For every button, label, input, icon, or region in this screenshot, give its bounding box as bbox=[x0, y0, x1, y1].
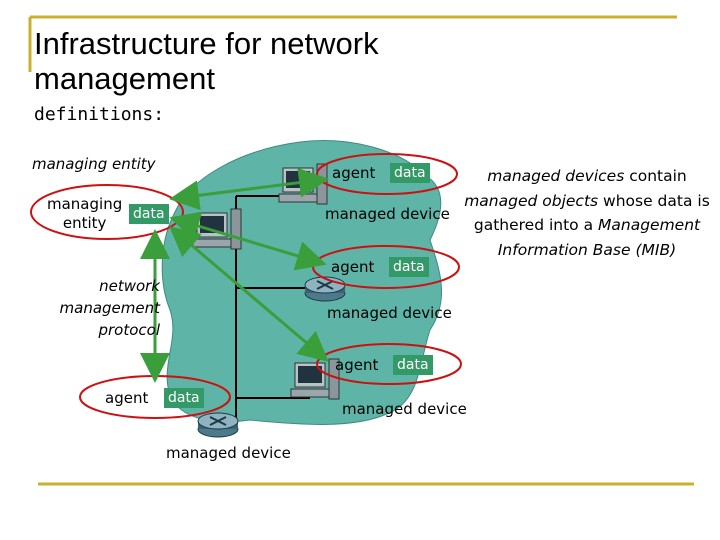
agent-data-box-top: data bbox=[390, 163, 430, 183]
agent-label-bottom: agent bbox=[105, 389, 149, 407]
protocol-line2: management bbox=[59, 299, 160, 317]
protocol-arrow-lower bbox=[169, 226, 329, 362]
agent-data-box-bottom: data bbox=[164, 388, 204, 408]
managing-entity-label: managing entity bbox=[32, 155, 156, 173]
agent-label-mid: agent bbox=[331, 258, 375, 276]
managed-device-label-bottom: managed device bbox=[166, 444, 291, 462]
managed-device-lower-icon bbox=[290, 358, 340, 400]
managed-device-label-mid: managed device bbox=[327, 304, 452, 322]
desc-whose: whose data is gathered into a bbox=[473, 191, 710, 235]
managing-entity-data-box: data bbox=[129, 204, 169, 224]
managing-entity-box-label: managing entity bbox=[47, 195, 122, 233]
agent-data-box-lower: data bbox=[393, 355, 433, 375]
managing-entity-workstation-icon bbox=[192, 208, 242, 250]
agent-label-top: agent bbox=[332, 164, 376, 182]
router-bottom-icon bbox=[197, 412, 239, 438]
managed-device-label-lower: managed device bbox=[342, 400, 467, 418]
protocol-label: network management protocol bbox=[52, 275, 160, 341]
protocol-line1: network bbox=[99, 277, 160, 295]
managed-device-label-top: managed device bbox=[325, 205, 450, 223]
desc-contain: contain bbox=[624, 167, 687, 185]
router-mid-icon bbox=[304, 276, 346, 302]
agent-data-ellipse-lower bbox=[316, 343, 462, 385]
managing-entity-line1: managing bbox=[47, 195, 123, 213]
agent-label-lower: agent bbox=[335, 356, 379, 374]
desc-managed-objects: managed objects bbox=[464, 191, 599, 210]
desc-managed-devices: managed devices bbox=[487, 167, 625, 185]
mib-description: managed devices contain managed objects … bbox=[462, 164, 712, 262]
page-title: Infrastructure for network management bbox=[34, 26, 379, 96]
agent-data-box-mid: data bbox=[389, 257, 429, 277]
managing-entity-line2: entity bbox=[62, 214, 107, 232]
page-subtitle: definitions: bbox=[34, 104, 165, 125]
protocol-arrow-top bbox=[169, 167, 329, 211]
protocol-arrows bbox=[140, 167, 329, 383]
desc-mib: Management Information Base (MIB) bbox=[497, 216, 701, 259]
protocol-line3: protocol bbox=[98, 321, 160, 339]
